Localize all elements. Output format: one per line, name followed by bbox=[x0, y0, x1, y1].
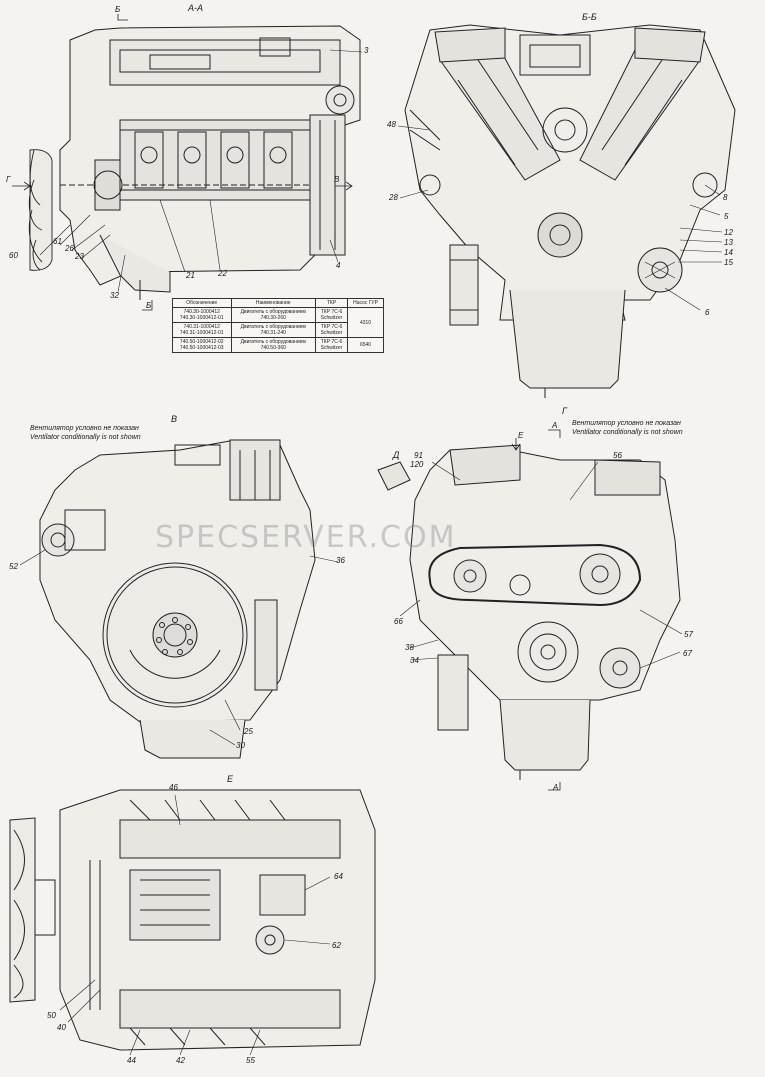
fan-note-en: Ventilator conditionally is not shown bbox=[30, 434, 141, 441]
cell-turbo: ТКР 7С-6 Schwitzer bbox=[314, 337, 349, 353]
callout-120: 120 bbox=[410, 460, 424, 469]
callout-14: 14 bbox=[724, 248, 733, 257]
callout-15: 15 bbox=[724, 258, 733, 267]
engine-spec-table: Обозначение Наименование ТКР Насос ГУР 7… bbox=[172, 298, 384, 353]
callout-61: 61 bbox=[53, 237, 62, 246]
fan-note-view-v: Вентилятор условно не показан Ventilator… bbox=[30, 424, 141, 442]
section-mark-b-top: Б bbox=[115, 5, 121, 14]
callout-26: 26 bbox=[65, 244, 74, 253]
callout-46: 46 bbox=[169, 783, 178, 792]
callout-12: 12 bbox=[724, 228, 733, 237]
cell-name: Двигатель с оборудованием 740.30-260 bbox=[230, 307, 316, 323]
watermark: SPECSERVER.COM bbox=[155, 520, 457, 555]
callout-42: 42 bbox=[176, 1056, 185, 1065]
callout-13: 13 bbox=[724, 238, 733, 247]
callout-62: 62 bbox=[332, 941, 341, 950]
cell-turbo: ТКР 7С-6 Schwitzer bbox=[314, 322, 349, 338]
callout-55: 55 bbox=[246, 1056, 255, 1065]
fan-blade-stack bbox=[28, 149, 53, 271]
callout-6: 6 bbox=[705, 308, 710, 317]
callout-8: 8 bbox=[723, 193, 728, 202]
table-row: 740.30-1000412 740.30-1000412-01 Двигате… bbox=[172, 307, 384, 338]
section-mark-b-bottom: Б bbox=[146, 301, 152, 310]
table-row: 740.50-1000412-02 740.50-1000412-03 Двиг… bbox=[172, 337, 384, 353]
table-header-row: Обозначение Наименование ТКР Насос ГУР bbox=[172, 298, 384, 308]
callout-44: 44 bbox=[127, 1056, 136, 1065]
cell-designation: 740.31-1000412 740.31-1000412-01 bbox=[172, 322, 232, 338]
fan-note-ru: Вентилятор условно не показан bbox=[30, 425, 139, 432]
header-designation: Обозначение bbox=[172, 298, 232, 308]
cell-turbo: ТКР 7С-6 Schwitzer bbox=[314, 307, 349, 323]
callout-40: 40 bbox=[57, 1023, 66, 1032]
callout-28: 28 bbox=[389, 193, 398, 202]
callout-38: 38 bbox=[405, 643, 414, 652]
header-pump: Насос ГУР bbox=[347, 298, 384, 308]
view-g-drawing bbox=[377, 429, 683, 791]
callout-4: 4 bbox=[336, 261, 341, 270]
callout-23: 23 bbox=[75, 252, 84, 261]
callout-48: 48 bbox=[387, 120, 396, 129]
view-aa-drawing bbox=[12, 14, 363, 311]
view-aa-title: А-А bbox=[188, 3, 204, 13]
callout-3: 3 bbox=[364, 46, 369, 55]
callout-34: 34 bbox=[410, 656, 419, 665]
section-mark-g-left: Г bbox=[6, 175, 11, 184]
view-e-drawing bbox=[9, 789, 376, 1056]
view-g-title: Г bbox=[562, 406, 567, 416]
cell-pump: 4310 bbox=[347, 307, 384, 338]
callout-64: 64 bbox=[334, 872, 343, 881]
flywheel bbox=[102, 562, 248, 708]
callout-66: 66 bbox=[394, 617, 403, 626]
cell-designation: 740.50-1000412-02 740.50-1000412-03 bbox=[172, 337, 232, 353]
callout-56: 56 bbox=[613, 451, 622, 460]
view-v-title: В bbox=[171, 414, 178, 424]
cell-name: Двигатель с оборудованием 740.31-240 bbox=[230, 322, 316, 338]
callout-60: 60 bbox=[9, 251, 18, 260]
header-name: Наименование bbox=[230, 298, 316, 308]
callout-91: 91 bbox=[414, 451, 423, 460]
callout-57: 57 bbox=[684, 630, 693, 639]
cell-designation: 740.30-1000412 740.30-1000412-01 bbox=[172, 307, 232, 323]
callout-30: 30 bbox=[236, 741, 245, 750]
cylinder-sections bbox=[119, 119, 321, 201]
view-bb-drawing bbox=[397, 24, 736, 398]
callout-25: 25 bbox=[244, 727, 253, 736]
view-d-title: Д bbox=[393, 450, 400, 460]
callout-22: 22 bbox=[218, 269, 227, 278]
fan-note-view-g: Вентилятор условно не показан Ventilator… bbox=[572, 419, 683, 437]
callout-5: 5 bbox=[724, 212, 729, 221]
fan-note-en: Ventilator conditionally is not shown bbox=[572, 429, 683, 436]
cell-pump: 6540 bbox=[347, 337, 384, 353]
callout-67: 67 bbox=[683, 649, 692, 658]
callout-21: 21 bbox=[186, 271, 195, 280]
callout-50: 50 bbox=[47, 1011, 56, 1020]
callout-52: 52 bbox=[9, 562, 18, 571]
cell-name: Двигатель с оборудованием 740.50-360 bbox=[230, 337, 316, 353]
view-bb-title: Б-Б bbox=[582, 12, 597, 22]
fan-note-ru: Вентилятор условно не показан bbox=[572, 420, 681, 427]
section-mark-a-bottom: А bbox=[553, 783, 559, 792]
view-e-title: Е bbox=[227, 774, 234, 784]
section-mark-e-arrow: Е bbox=[518, 431, 524, 440]
callout-36: 36 bbox=[336, 556, 345, 565]
callout-32: 32 bbox=[110, 291, 119, 300]
header-turbo: ТКР bbox=[314, 298, 349, 308]
section-mark-a-top: А bbox=[552, 421, 558, 430]
section-mark-v-right: В bbox=[334, 175, 340, 184]
view-v-drawing bbox=[19, 439, 339, 759]
